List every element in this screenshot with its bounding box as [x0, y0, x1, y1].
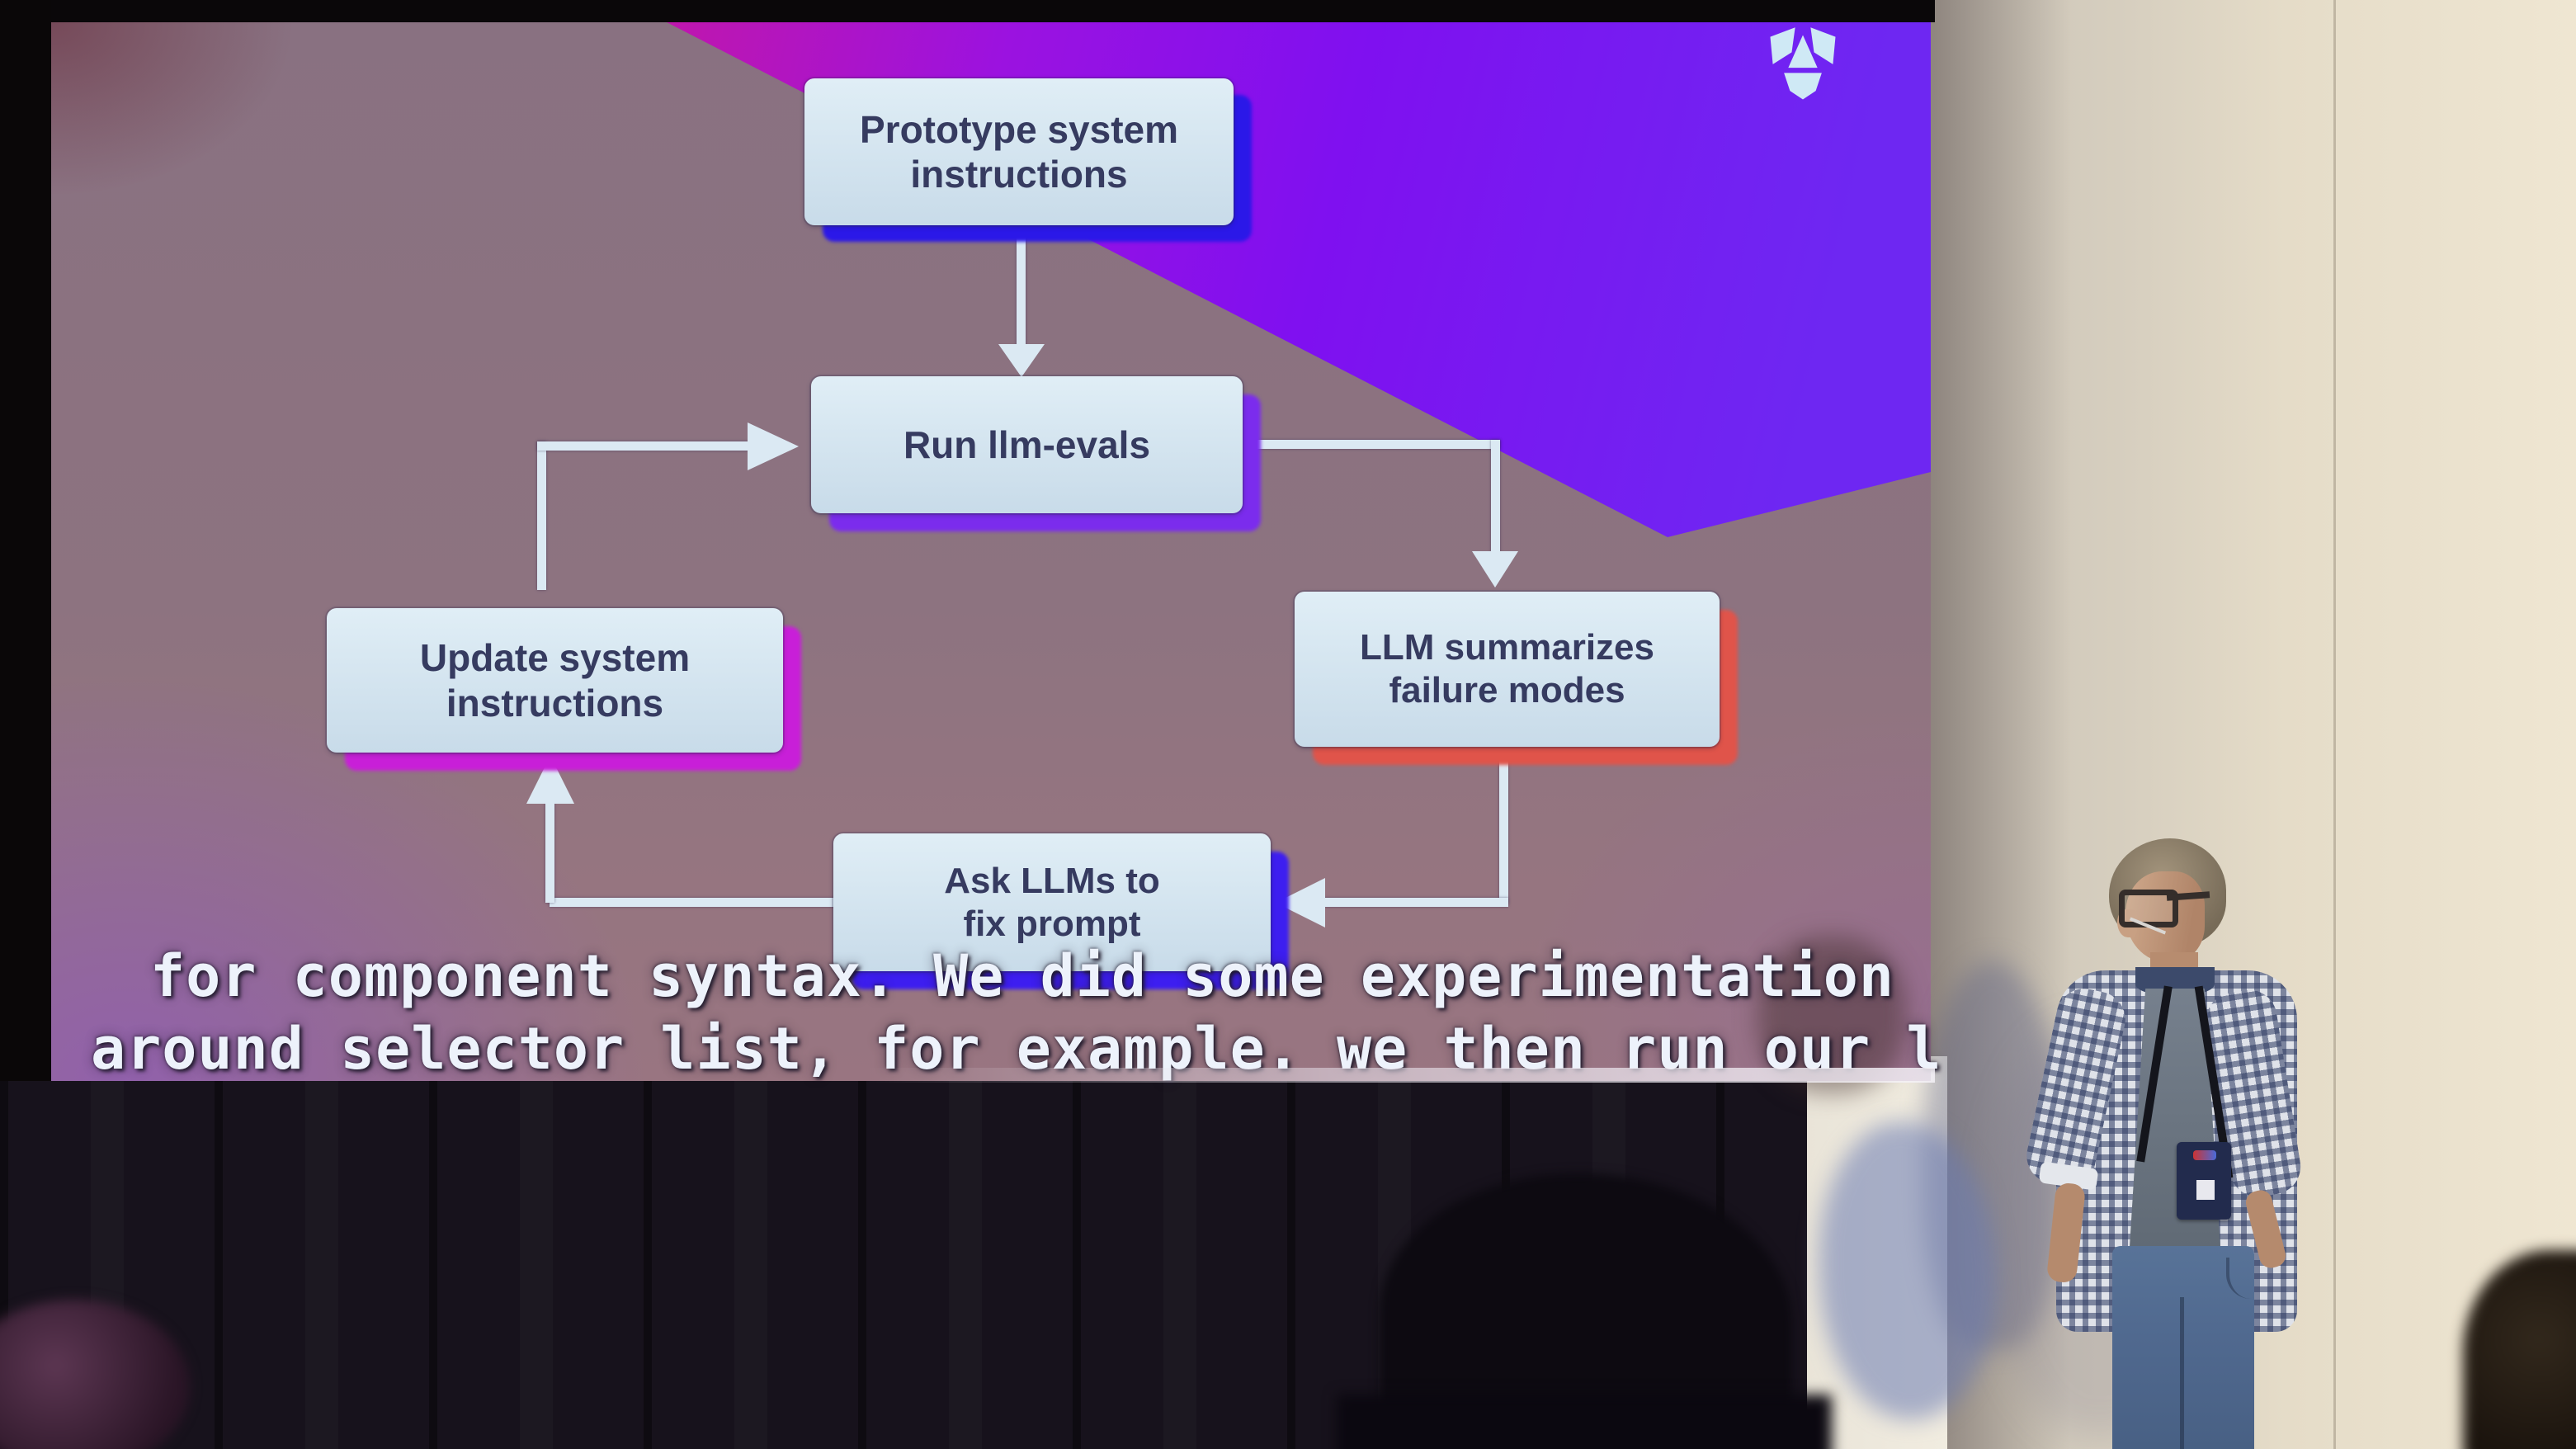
flow-box-prototype-system-instructions: Prototype system instructions: [804, 78, 1234, 225]
arrow-run-to-summarize-horizontal: [1243, 440, 1500, 449]
speaker-shadow-on-slide: [1757, 937, 1906, 1093]
arrowhead-down-icon: [1472, 551, 1518, 588]
badge-qr-code: [2196, 1180, 2215, 1200]
arrow-summarize-to-fix-vertical: [1499, 747, 1508, 904]
audience-shoulder-silhouette-center: [1337, 1395, 1832, 1449]
speaker-jeans-seam: [2180, 1297, 2184, 1449]
arrowhead-down-icon: [998, 344, 1045, 377]
arrow-update-to-run-horizontal: [537, 441, 750, 451]
speaker-face: [2125, 871, 2205, 962]
flow-box-llm-summarizes-failure-modes: LLM summarizes failure modes: [1295, 592, 1720, 747]
live-caption-line-1: for component syntax. We did some experi…: [150, 942, 1895, 1010]
screen-bottom-edge-glint: [866, 1068, 1935, 1083]
flow-box-ask-llms-to-fix-prompt: Ask LLMs to fix prompt: [833, 833, 1271, 971]
arrowhead-right-icon: [748, 422, 799, 470]
screen-left-bezel: [0, 0, 51, 1081]
arrow-update-to-run-vertical: [537, 441, 546, 590]
flow-box-run-llm-evals: Run llm-evals: [811, 376, 1243, 513]
speaker-shadow-on-lower-wall: [1819, 1122, 1997, 1419]
wall-seam-line: [2333, 0, 2336, 1449]
angular-logo-icon: [1770, 27, 1836, 100]
flow-box-update-system-instructions: Update system instructions: [327, 608, 783, 753]
speaker-figure: [2005, 835, 2319, 1449]
screen-top-bezel: [0, 0, 1935, 22]
arrow-prototype-to-run: [1017, 225, 1026, 346]
arrow-fix-to-update-horizontal: [550, 898, 842, 907]
speaker-jeans-pocket: [2226, 1258, 2258, 1299]
arrow-run-to-summarize-vertical: [1491, 440, 1500, 554]
arrow-fix-to-update-vertical: [545, 802, 554, 903]
arrow-summarize-to-fix-horizontal: [1323, 898, 1508, 907]
badge-logo: [2193, 1150, 2216, 1160]
